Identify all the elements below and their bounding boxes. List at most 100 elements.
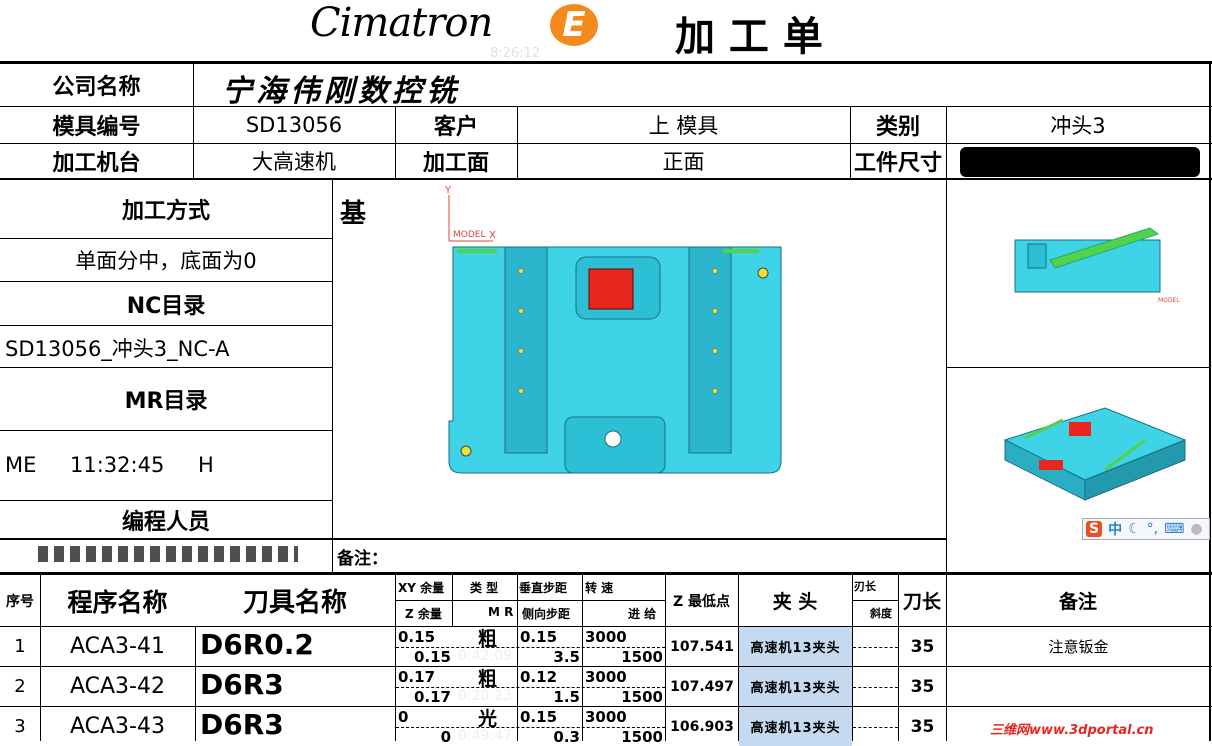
side-step: 0.3 [553, 728, 580, 746]
holder: 高速机13夹头 [739, 627, 852, 666]
col-vstep: 垂直步距 [519, 581, 568, 595]
ime-mode[interactable]: 中 [1108, 522, 1123, 538]
customer-label: 客户 [433, 115, 478, 140]
sogou-icon[interactable]: S [1086, 521, 1103, 537]
col-zmin: Z 最低点 [672, 593, 731, 610]
nc-label: NC目录 [126, 293, 206, 319]
me-h: H [198, 453, 214, 477]
axis-triad [448, 195, 493, 242]
z-min: 107.541 [670, 638, 734, 655]
holder: 高速机13夹头 [739, 707, 852, 746]
spindle-speed: 3000 [585, 708, 627, 726]
company-name: 宁海伟刚数控铣 [222, 74, 460, 109]
col-feed: 进 给 [628, 607, 657, 621]
tool-name: D6R3 [200, 668, 284, 701]
holder: 高速机13夹头 [739, 667, 852, 706]
size-redacted [960, 147, 1200, 177]
method-label: 加工方式 [121, 199, 210, 224]
programmer-label: 编程人员 [121, 509, 210, 535]
iso-view-model [1003, 407, 1187, 501]
side-step: 3.5 [553, 648, 580, 666]
me-label: ME [5, 453, 37, 477]
z-min: 106.903 [670, 718, 734, 735]
col-program: 程序名称 [67, 587, 168, 617]
z-allowance: 0 [440, 728, 451, 746]
customer: 上 模具 [648, 114, 719, 138]
keyboard-icon[interactable]: ⌨ [1164, 521, 1185, 537]
col-slope: 斜度 [870, 607, 892, 620]
user-icon[interactable]: ● [1190, 521, 1203, 537]
program-name: ACA3-42 [69, 674, 165, 699]
company-label: 公司名称 [52, 75, 141, 100]
col-tool: 刀具名称 [242, 588, 347, 618]
view-base-label: 基 [340, 199, 367, 229]
col-len: 刀长 [902, 591, 941, 613]
tool-name: D6R3 [200, 708, 284, 741]
row-note: 注意钣金 [1048, 638, 1109, 656]
me-time: 11:32:45 [70, 453, 165, 477]
cut-type: 粗 [478, 668, 498, 690]
row-no: 3 [14, 716, 26, 737]
tool-length: 35 [910, 676, 935, 697]
slot-right [688, 246, 732, 454]
method: 单面分中，底面为0 [75, 249, 257, 273]
cut-type: 粗 [478, 628, 498, 650]
col-type: 类 型 [470, 581, 499, 595]
ime-toolbar[interactable]: S 中 ☾ °, ⌨ ● [1082, 518, 1210, 540]
vertical-step: 0.15 [520, 628, 558, 646]
xy-allowance: 0.17 [398, 668, 436, 686]
punctuation-icon[interactable]: °, [1146, 521, 1159, 537]
mr-label: MR目录 [124, 389, 208, 414]
machining-time: 0:20:23 [458, 688, 512, 704]
col-xy: XY 余量 [398, 581, 445, 595]
programmer-redacted [38, 546, 298, 562]
svg-text:MODEL: MODEL [1158, 297, 1180, 304]
mold-no: SD13056 [245, 113, 343, 137]
col-z: Z 余量 [405, 607, 442, 621]
machining-time: 0:49:47 [458, 728, 512, 744]
vertical-step: 0.15 [520, 708, 558, 726]
moon-icon[interactable]: ☾ [1128, 521, 1141, 537]
side-view-model: MODEL [1014, 227, 1180, 304]
category-label: 类别 [875, 115, 920, 140]
model-label: MODEL [453, 230, 485, 240]
slot-left [504, 246, 548, 454]
spindle-speed: 3000 [585, 668, 627, 686]
col-speed: 转 速 [585, 581, 614, 595]
spindle-speed: 3000 [585, 628, 627, 646]
xy-allowance: 0.15 [398, 628, 436, 646]
machine-label: 加工机台 [52, 151, 141, 176]
z-allowance: 0.15 [413, 648, 451, 666]
cut-type: 光 [478, 708, 498, 730]
machine: 大高速机 [252, 150, 336, 174]
red-pad [588, 268, 634, 310]
page-title: 加 工 单 [675, 13, 823, 60]
col-blade: 刃长 [854, 580, 876, 593]
feed-rate: 1500 [621, 688, 663, 706]
z-allowance: 0.17 [413, 688, 451, 706]
size-label: 工件尺寸 [853, 151, 942, 176]
face-label: 加工面 [422, 151, 489, 176]
tool-name: D6R0.2 [200, 628, 314, 661]
cimatron-logo: Cimatron E [310, 0, 600, 48]
z-min: 107.497 [670, 678, 734, 695]
nc-dir: SD13056_冲头3_NC-A [5, 337, 230, 361]
machining-time: 0:42:09 [458, 648, 512, 664]
row-no: 1 [14, 636, 26, 657]
tool-length: 35 [910, 636, 935, 657]
axis-x-label: X [489, 230, 496, 241]
mold-no-label: 模具编号 [52, 115, 141, 140]
feed-rate: 1500 [621, 728, 663, 746]
row-note [947, 667, 1210, 706]
vertical-step: 0.12 [520, 668, 558, 686]
xy-allowance: 0 [398, 708, 409, 726]
col-sstep: 侧向步距 [522, 607, 571, 621]
faint-time: 8:26:12 [490, 46, 541, 61]
watermark: 三维网www.3dportal.cn [990, 723, 1154, 738]
program-name: ACA3-41 [69, 634, 165, 659]
col-note: 备注 [1058, 591, 1097, 613]
row-no: 2 [14, 676, 26, 697]
col-mr: M R [488, 605, 514, 619]
feed-rate: 1500 [621, 648, 663, 666]
program-name: ACA3-43 [69, 714, 165, 739]
